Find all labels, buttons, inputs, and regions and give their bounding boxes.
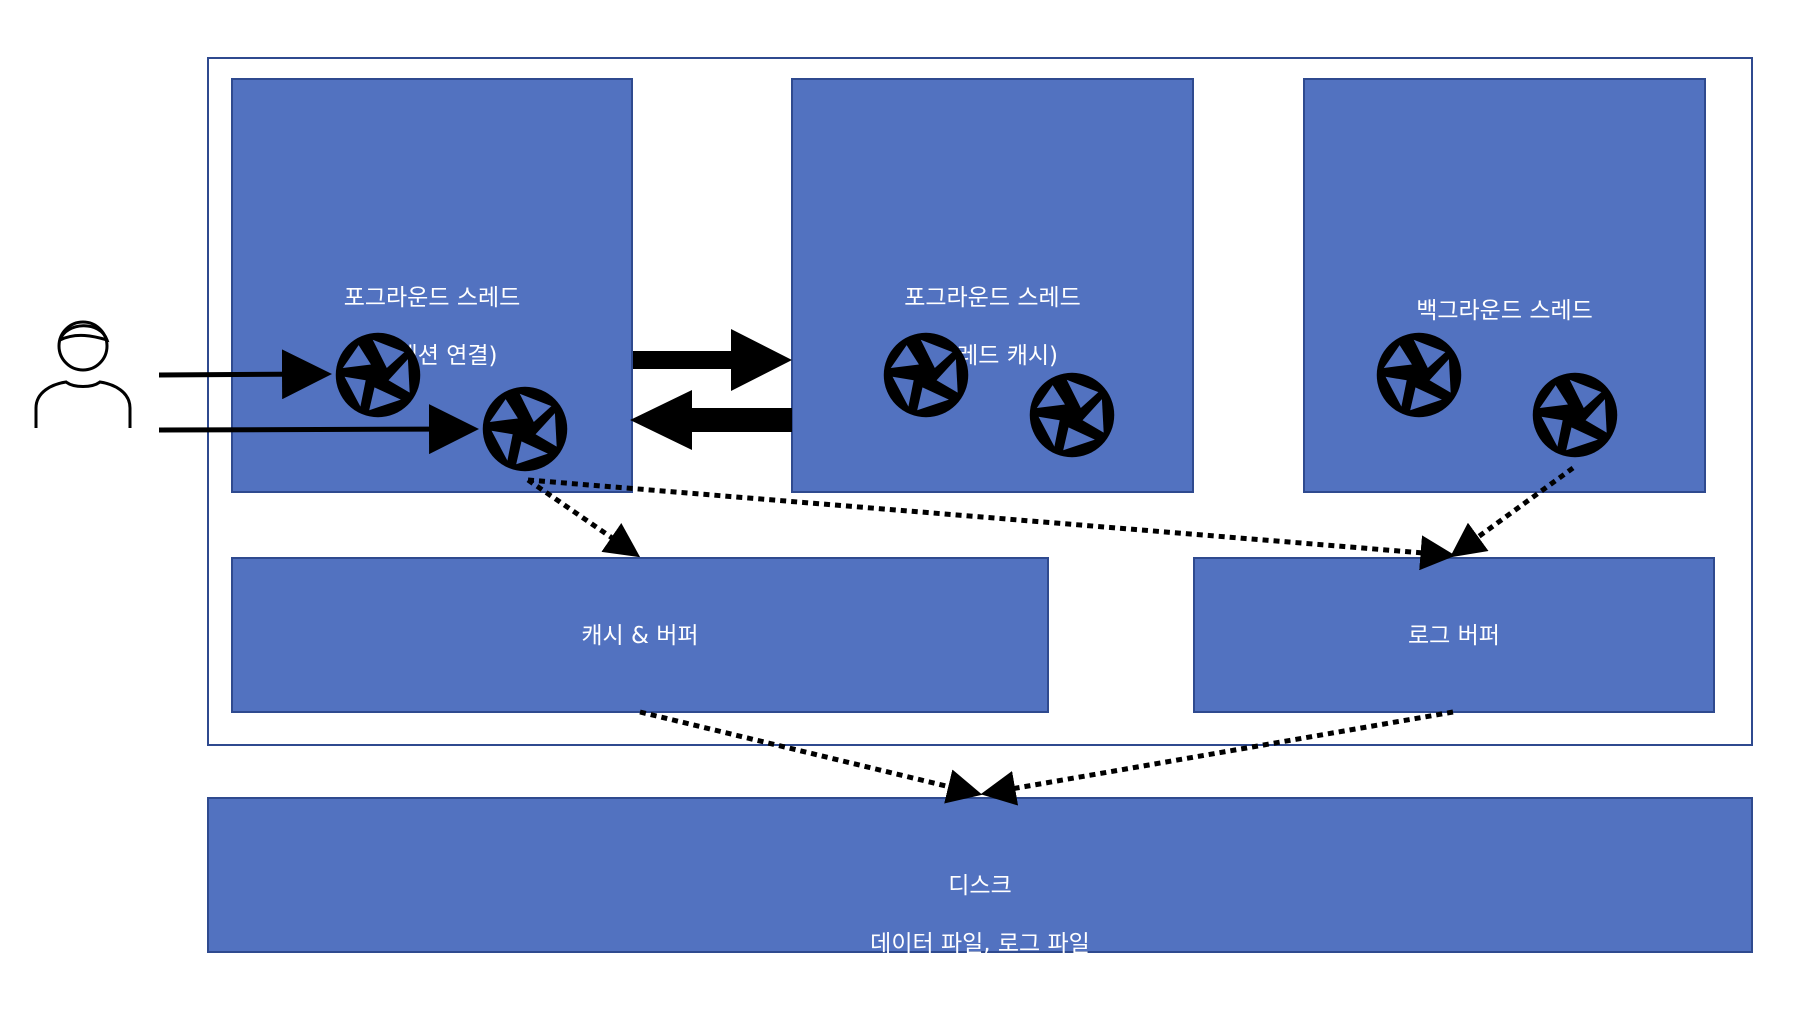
shutter-icon	[334, 331, 422, 419]
shutter-icon	[481, 385, 569, 473]
thread-title: 포그라운드 스레드	[343, 285, 521, 311]
shutter-icon	[882, 331, 970, 419]
foreground-connection-thread-label: 포그라운드 스레드 (커넥션 연결)	[233, 255, 631, 400]
user-icon	[34, 320, 132, 428]
disk-label: 디스크 데이터 파일, 로그 파일	[209, 843, 1751, 988]
background-thread-label: 백그라운드 스레드	[1305, 268, 1704, 355]
thread-title: 포그라운드 스레드	[904, 285, 1081, 311]
foreground-cache-thread-box: 포그라운드 스레드 (스레드 캐시)	[791, 78, 1194, 493]
disk-title: 디스크	[948, 873, 1012, 899]
thread-subtitle: (스레드 캐시)	[926, 343, 1059, 369]
thread-subtitle: (커넥션 연결)	[366, 343, 498, 369]
background-thread-box: 백그라운드 스레드	[1303, 78, 1706, 493]
disk-box: 디스크 데이터 파일, 로그 파일	[207, 797, 1753, 957]
cache-buffer-label: 캐시 & 버퍼	[581, 623, 699, 649]
shutter-icon	[1531, 371, 1619, 459]
shutter-icon	[1375, 331, 1463, 419]
foreground-cache-thread-label: 포그라운드 스레드 (스레드 캐시)	[793, 255, 1192, 400]
log-buffer-box: 로그 버퍼	[1193, 557, 1715, 713]
foreground-connection-thread-box: 포그라운드 스레드 (커넥션 연결)	[231, 78, 633, 493]
shutter-icon	[1028, 371, 1116, 459]
log-buffer-label: 로그 버퍼	[1408, 623, 1500, 649]
disk-subtitle: 데이터 파일, 로그 파일	[870, 931, 1090, 957]
thread-title: 백그라운드 스레드	[1416, 298, 1593, 324]
cache-buffer-box: 캐시 & 버퍼	[231, 557, 1049, 713]
